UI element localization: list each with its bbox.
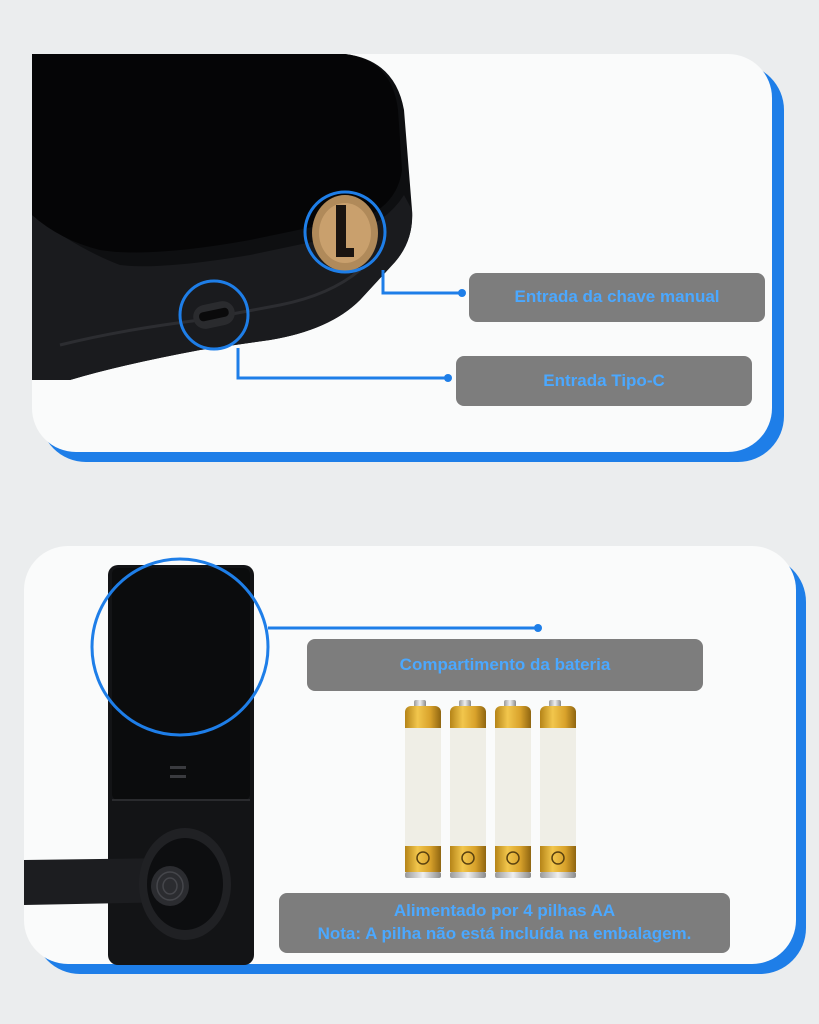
type-c-label: Entrada Tipo-C [456,356,752,406]
battery-compartment-label: Compartimento da bateria [307,639,703,691]
manual-key-label-text: Entrada da chave manual [514,287,720,307]
powered-line-text: Alimentado por 4 pilhas AA [393,901,616,921]
type-c-label-text: Entrada Tipo-C [543,370,665,390]
battery-compartment-label-text: Compartimento da bateria [399,654,611,674]
battery-note-text: Nota: A pilha não está incluída na embal… [317,924,692,943]
manual-key-label: Entrada da chave manual [469,273,765,322]
power-note-label: Alimentado por 4 pilhas AA Nota: A pilha… [279,893,730,953]
